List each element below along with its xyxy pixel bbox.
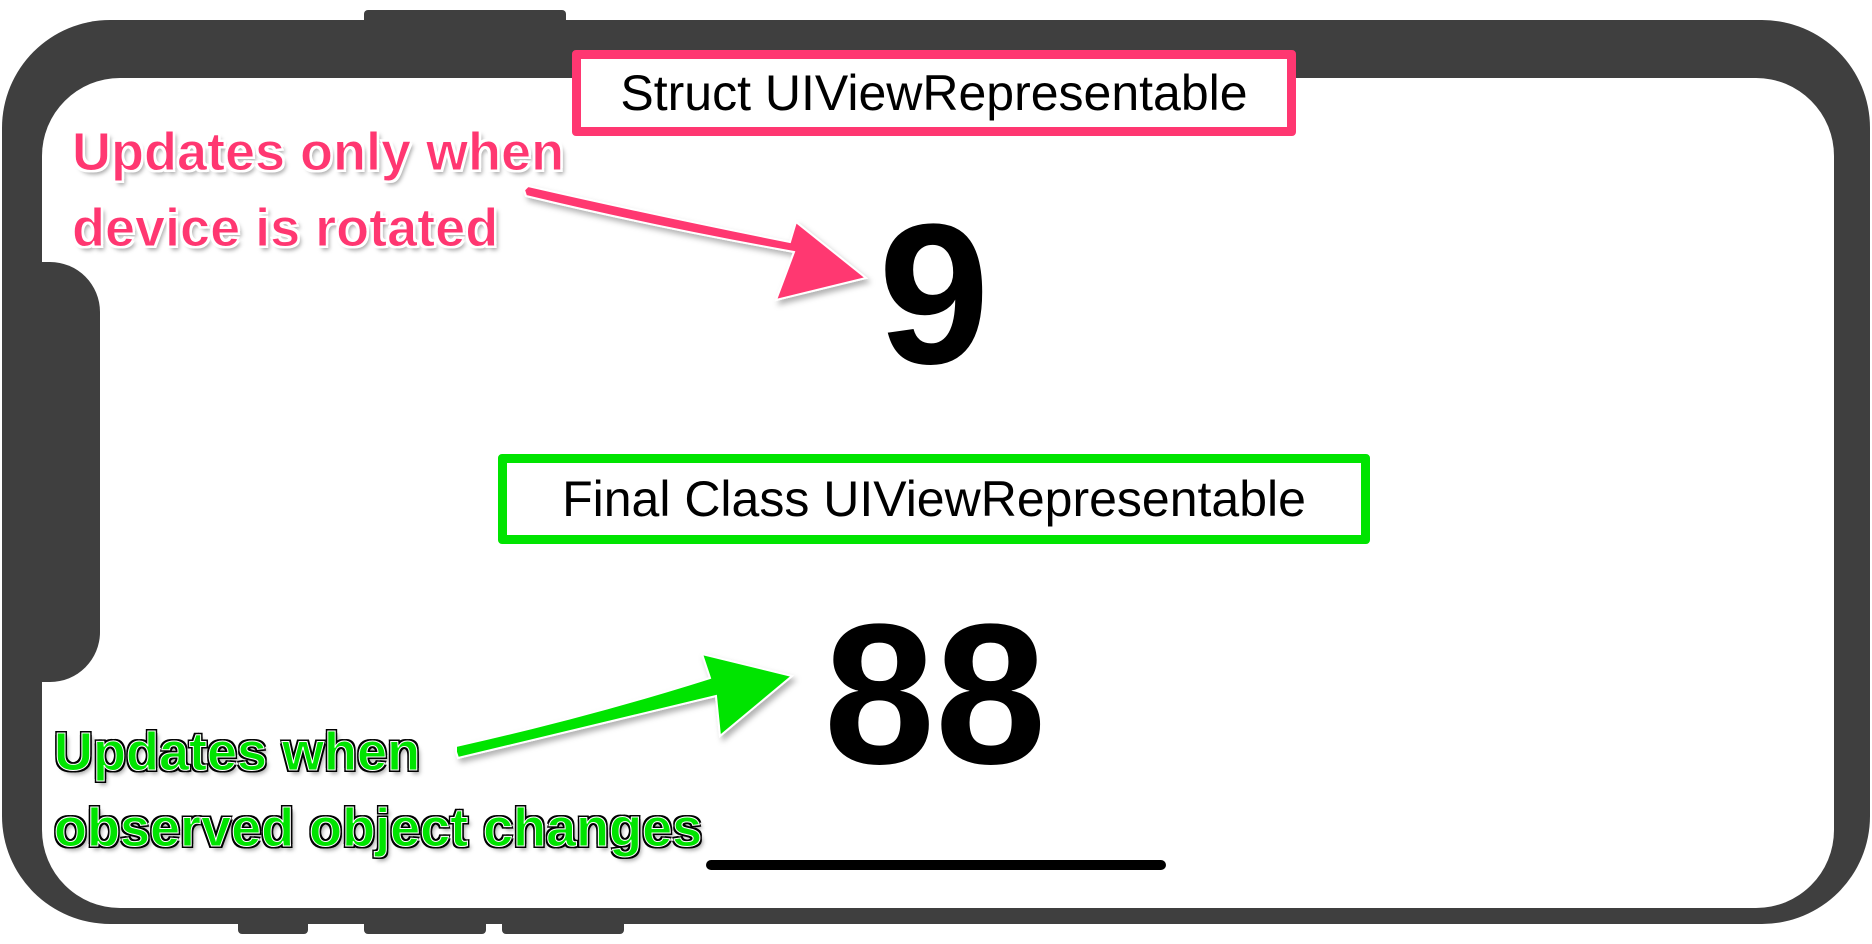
struct-title-label: Struct UIViewRepresentable <box>572 50 1296 136</box>
final-class-title-label: Final Class UIViewRepresentable <box>498 454 1370 544</box>
class-counter-value: 88 <box>823 583 1047 806</box>
struct-counter-value: 9 <box>878 183 990 406</box>
home-indicator[interactable] <box>706 860 1166 870</box>
struct-annotation-line2: device is rotated <box>71 198 499 259</box>
class-annotation-line1: Updates when <box>53 722 421 783</box>
notch <box>40 262 100 682</box>
class-annotation: Updates when observed object changes <box>53 714 703 866</box>
class-annotation-line2: observed object changes <box>53 798 703 859</box>
struct-annotation-line1: Updates only when <box>71 122 565 183</box>
struct-annotation: Updates only when device is rotated <box>71 114 565 266</box>
